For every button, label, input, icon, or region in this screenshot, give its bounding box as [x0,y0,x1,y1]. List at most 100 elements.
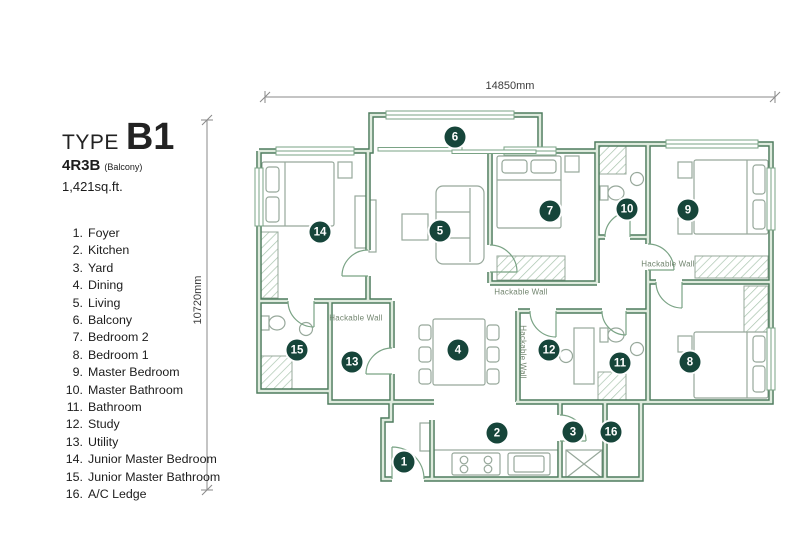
room-marker-8: 8 [679,351,701,373]
legend-label: Utility [88,434,119,449]
room-marker-3: 3 [562,421,584,443]
legend-item-3: 3. Yard [62,260,257,277]
room-marker-13: 13 [341,351,363,373]
legend-item-8: 8. Bedroom 1 [62,347,257,364]
dimension-lines [201,91,781,496]
room-marker-6: 6 [444,126,466,148]
bed-bedroom1 [677,331,769,399]
plan-variant-note: (Balcony) [104,162,143,172]
legend-label: Master Bedroom [88,365,180,380]
dimension-height-label: 10720mm [192,275,204,325]
legend-label: Balcony [88,313,133,328]
room-marker-7: 7 [539,200,561,222]
wardrobe-bedroom1 [743,285,769,337]
legend-item-7: 7. Bedroom 2 [62,329,257,346]
room-marker-12: 12 [538,339,560,361]
legend-item-16: 16. A/C Ledge [62,486,257,503]
room-marker-10: 10 [616,198,638,220]
legend-number: 12. [65,417,83,432]
legend-label: Bedroom 1 [88,347,149,362]
toilet-master-bath [599,185,625,201]
room-marker-1: 1 [393,451,415,473]
legend-item-6: 6. Balcony [62,312,257,329]
shower-junior-master-bath [259,355,293,390]
legend-label: Study [88,417,120,432]
study-chair [558,348,574,364]
legend-number: 6. [72,313,83,328]
wardrobes [259,231,769,337]
bed-junior-master [261,161,353,227]
wardrobe-master [694,255,769,279]
legend-label: Living [88,295,121,310]
legend-item-13: 13. Utility [62,434,257,451]
hackable-wall-label: Hackable Wall [518,325,528,379]
room-marker-2: 2 [486,422,508,444]
legend-number: 11. [66,400,83,415]
legend-number: 14. [65,452,83,467]
sliding-door-balcony [377,147,537,154]
room-marker-15: 15 [286,339,308,361]
legend-number: 3. [72,260,83,275]
plan-variant-row: 4R3B (Balcony) [62,157,257,174]
shower-bathroom [597,371,627,401]
kitchen-counter [433,449,559,479]
basin-junior-master-bath [298,321,314,337]
basin-bathroom [629,341,645,357]
legend-item-9: 9. Master Bedroom [62,364,257,381]
bed-bedroom2 [496,155,580,229]
bed-master [677,159,769,235]
legend-item-5: 5.Living [62,295,257,312]
furniture [260,155,769,479]
legend-item-14: 14. Junior Master Bedroom [62,451,257,468]
legend-item-10: 10. Master Bathroom [62,382,257,399]
legend-label: Foyer [88,226,120,240]
legend-label: Master Bathroom [88,382,184,397]
dimension-width-label: 14850mm [485,80,535,92]
legend-number: 10. [65,382,83,397]
legend-label: Yard [88,260,114,275]
legend-label: Junior Master Bedroom [88,452,217,467]
plan-type-code: B1 [125,116,175,158]
toilet-bathroom [599,327,625,343]
toilet-junior-master-bath [260,315,286,331]
hackable-wall-label: Hackable Wall [494,287,548,297]
plan-area: 1,421sq.ft. [62,179,123,194]
legend-label: A/C Ledge [88,487,147,502]
legend-item-1: 1.Foyer [62,225,257,242]
legend-label: Bathroom [88,400,142,415]
wardrobe-junior-master [259,231,279,299]
room-marker-9: 9 [677,199,699,221]
legend-number: 2. [72,243,83,258]
hackable-wall-label: Hackable Wall [641,259,695,269]
legend-item-2: 2. Kitchen [62,242,257,259]
legend-number: 15. [65,469,83,484]
dresser-junior-master [354,195,368,249]
room-marker-14: 14 [309,221,331,243]
legend-label: Bedroom 2 [88,330,149,345]
stove [451,452,501,476]
room-marker-5: 5 [429,220,451,242]
legend-number: 4. [72,278,83,293]
hackable-wall-label: Hackable Wall [329,313,383,323]
legend-number: 9. [72,365,83,380]
coffee-table [401,213,429,241]
legend-label: Kitchen [88,243,130,258]
plan-type-label: TYPE [62,131,119,154]
legend-number: 16. [65,487,83,502]
wardrobe-bedroom2 [496,255,566,281]
legend-label: Dining [88,278,124,293]
plan-variant: 4R3B [62,157,101,174]
room-marker-4: 4 [447,339,469,361]
study-desk [573,327,595,385]
legend-item-15: 15. Junior Master Bathroom [62,469,257,486]
room-marker-11: 11 [609,352,631,374]
legend-number: 8. [72,347,83,362]
legend-label: Junior Master Bathroom [88,469,221,484]
basin-master-bath [629,171,645,187]
legend-number: 13. [65,434,83,449]
legend-item-12: 12. Study [62,416,257,433]
legend-number: 7. [72,330,83,345]
